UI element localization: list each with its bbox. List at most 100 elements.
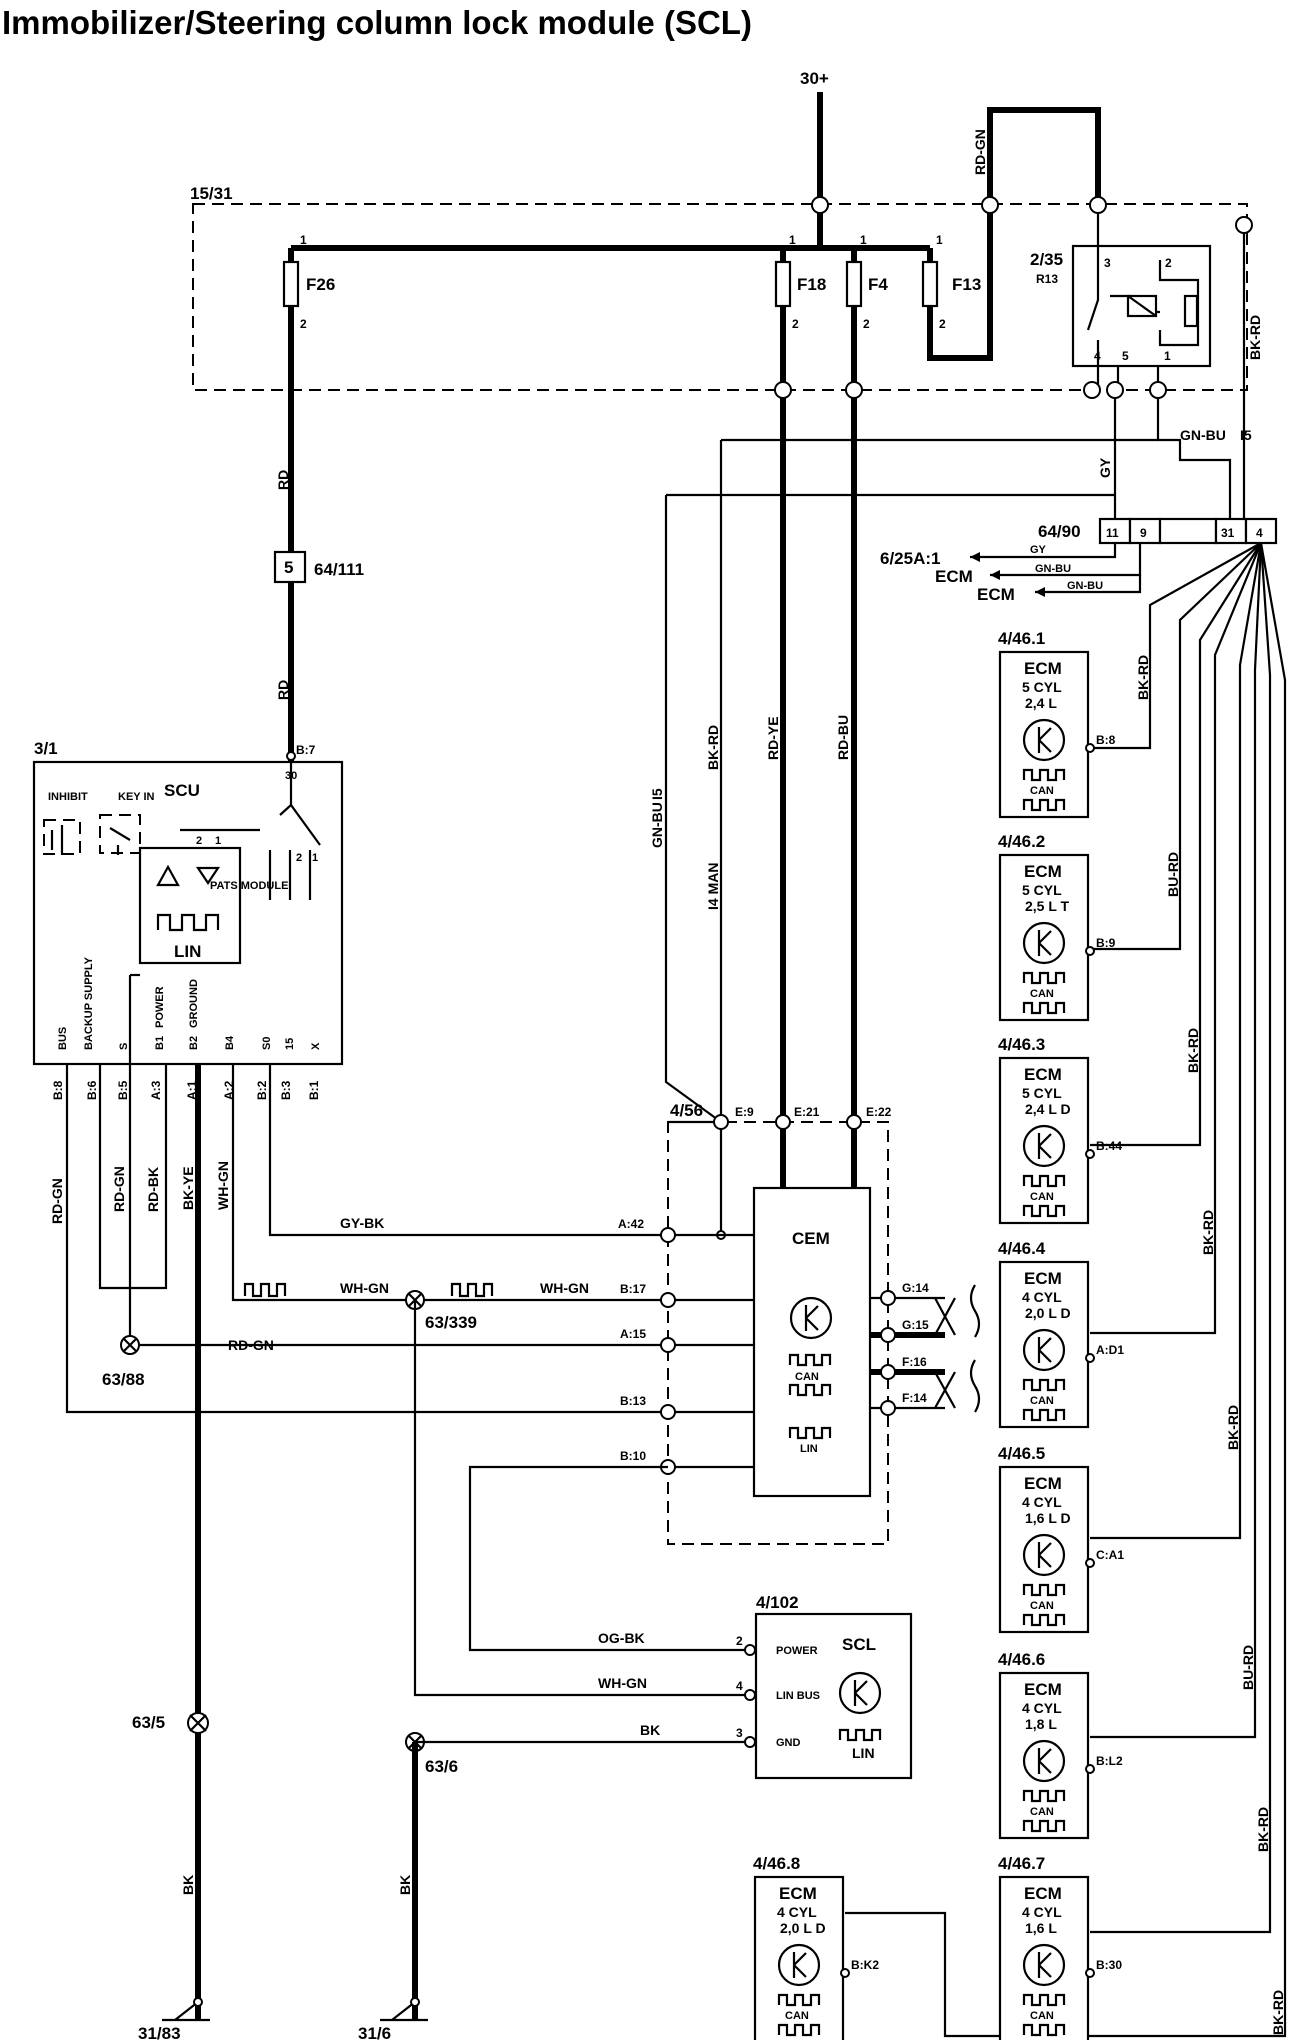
cem-pin-label-e22: E:22 bbox=[866, 1105, 892, 1119]
wire-label-bk-2: BK bbox=[397, 1875, 413, 1895]
cem-id: 4/56 bbox=[670, 1101, 703, 1120]
wire-label-gy-relay: GY bbox=[1097, 457, 1113, 478]
svg-text:B:10: B:10 bbox=[620, 1449, 646, 1463]
wire-label-rd-2: RD bbox=[275, 680, 291, 700]
node-f4-box bbox=[845, 381, 863, 399]
supply-label: 30+ bbox=[800, 69, 829, 88]
svg-text:SCL: SCL bbox=[842, 1635, 876, 1654]
ecm-can: CAN bbox=[1030, 1600, 1054, 1612]
wire-ecm-46-7 bbox=[1090, 542, 1272, 1934]
gn-bu-wire-relay bbox=[1156, 398, 1232, 519]
fusebox-outline bbox=[192, 203, 1248, 391]
wire-ecm-46-6 bbox=[1090, 542, 1263, 1739]
svg-text:5: 5 bbox=[1122, 349, 1129, 363]
svg-text:4: 4 bbox=[736, 1679, 743, 1693]
ecm-cyl: 4 CYL bbox=[1022, 1904, 1062, 1920]
fuse-f26: F26 1 2 bbox=[282, 233, 335, 331]
wire-label-rd-gn-3: RD-GN bbox=[228, 1337, 274, 1353]
rd-gn-relay-feed bbox=[927, 107, 1101, 361]
svg-text:2: 2 bbox=[196, 835, 202, 847]
svg-text:B:5: B:5 bbox=[116, 1080, 130, 1100]
svg-text:9: 9 bbox=[1140, 526, 1147, 540]
cem-outline bbox=[667, 1121, 889, 1545]
wire-ecm-46-5 bbox=[1090, 542, 1263, 1540]
cem-right-pins: G:14 G:15 F:16 F:14 bbox=[870, 1281, 981, 1416]
ecm-pin: B:L2 bbox=[1096, 1754, 1123, 1768]
splice-label-63-339: 63/339 bbox=[425, 1313, 477, 1332]
svg-text:BUS: BUS bbox=[57, 1027, 69, 1050]
splice-label-63-88: 63/88 bbox=[102, 1370, 145, 1389]
ecm-litre: 1,6 L bbox=[1025, 1920, 1057, 1936]
svg-text:11: 11 bbox=[1106, 526, 1119, 540]
splice-63-5-x bbox=[189, 1714, 207, 1732]
scu-module: 3/1 SCU B:7 INHIBIT KEY IN PATS MODULE L… bbox=[32, 739, 344, 1066]
wire-label-rd-1: RD bbox=[275, 470, 291, 490]
ecm-can: CAN bbox=[1030, 2010, 1054, 2022]
svg-text:1: 1 bbox=[300, 233, 307, 247]
svg-text:B:7: B:7 bbox=[296, 743, 316, 757]
ecm-id: 4/46.1 bbox=[998, 629, 1045, 648]
svg-text:2: 2 bbox=[736, 1634, 743, 1648]
svg-text:CEM: CEM bbox=[792, 1229, 830, 1248]
rd-gn-wire-b8 bbox=[65, 1064, 668, 1414]
svg-text:PATS MODULE: PATS MODULE bbox=[210, 880, 288, 892]
ecm-id: 4/46.2 bbox=[998, 832, 1045, 851]
svg-text:A:42: A:42 bbox=[618, 1217, 644, 1231]
ecm-name: ECM bbox=[1024, 1680, 1062, 1699]
wire-ecm-46-3 bbox=[1090, 542, 1262, 1147]
scu-connector-pins: B:8 B:6 B:5 A:3 A:1 A:2 B:2 B:3 B:1 bbox=[51, 1080, 321, 1100]
svg-text:2: 2 bbox=[296, 852, 302, 864]
svg-text:4/102: 4/102 bbox=[756, 1593, 799, 1612]
ecm-litre: 1,6 L D bbox=[1025, 1510, 1071, 1526]
ground-31-83: 31/83 bbox=[138, 1997, 210, 2040]
svg-text:F13: F13 bbox=[952, 275, 981, 294]
svg-text:2: 2 bbox=[1165, 256, 1172, 270]
wire-ecm-46-1 bbox=[1090, 542, 1262, 750]
svg-text:LIN: LIN bbox=[800, 1443, 818, 1455]
svg-text:BACKUP SUPPLY: BACKUP SUPPLY bbox=[83, 956, 95, 1050]
svg-text:B:1: B:1 bbox=[307, 1080, 321, 1100]
svg-text:LIN: LIN bbox=[174, 942, 201, 961]
svg-text:G:15: G:15 bbox=[902, 1318, 929, 1332]
node-relay-4 bbox=[1083, 381, 1101, 399]
ecm-pin: B:9 bbox=[1096, 936, 1116, 950]
connector-64-90: 64/90 11 9 31 4 bbox=[1038, 517, 1278, 545]
node-relay-1 bbox=[1149, 381, 1167, 399]
wire-label-rd-bk: RD-BK bbox=[145, 1167, 161, 1212]
svg-text:3/1: 3/1 bbox=[34, 739, 58, 758]
svg-text:1: 1 bbox=[215, 835, 221, 847]
ecm-name: ECM bbox=[1024, 862, 1062, 881]
ecm-id: 4/46.7 bbox=[998, 1854, 1045, 1873]
svg-text:G:14: G:14 bbox=[902, 1281, 929, 1295]
fusebox-label: 15/31 bbox=[190, 184, 233, 203]
svg-text:S: S bbox=[118, 1043, 130, 1050]
ecm-id: 4/46.3 bbox=[998, 1035, 1045, 1054]
fuse-f13: F13 1 2 bbox=[921, 233, 981, 331]
svg-text:S0: S0 bbox=[261, 1037, 273, 1050]
wire-label-rd-gn-1: RD-GN bbox=[49, 1178, 65, 1224]
wire-label-wh-gn-1: WH-GN bbox=[340, 1280, 389, 1296]
svg-text:5: 5 bbox=[284, 558, 293, 577]
ecm-litre: 2,0 L D bbox=[780, 1920, 826, 1936]
wire-label-gn-bu-out2: GN-BU bbox=[1067, 580, 1103, 592]
svg-text:1: 1 bbox=[312, 852, 318, 864]
wire-label-rd-gn-top: RD-GN bbox=[972, 129, 988, 175]
ecm-litre: 2,4 L bbox=[1025, 695, 1057, 711]
svg-text:LIN: LIN bbox=[852, 1745, 875, 1761]
cem-pin-label-e21: E:21 bbox=[794, 1105, 820, 1119]
svg-text:64/90: 64/90 bbox=[1038, 522, 1081, 541]
ecm-name: ECM bbox=[1024, 1269, 1062, 1288]
ecm-can: CAN bbox=[1030, 1191, 1054, 1203]
svg-text:KEY IN: KEY IN bbox=[118, 791, 155, 803]
wire-label-bk-rd-7: BK-RD bbox=[1255, 1807, 1271, 1852]
gy-bk-wire bbox=[268, 1064, 668, 1237]
ecm-litre: 1,8 L bbox=[1025, 1716, 1057, 1732]
wire-label-bk-rd-1: BK-RD bbox=[1135, 655, 1151, 700]
supply-node bbox=[811, 196, 829, 214]
svg-text:30: 30 bbox=[285, 770, 297, 782]
